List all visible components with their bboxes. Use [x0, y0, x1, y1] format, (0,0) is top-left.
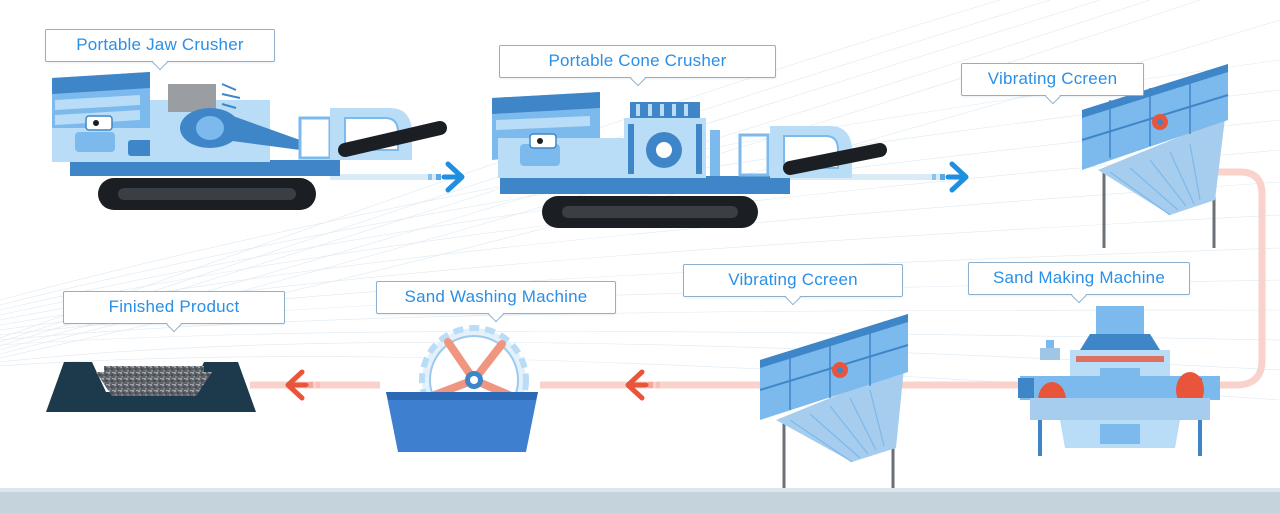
label-vibrating-screen-top: Vibrating Ccreen [961, 63, 1144, 96]
footer-band [0, 492, 1280, 513]
label-portable-jaw-crusher: Portable Jaw Crusher [45, 29, 275, 62]
label-vibrating-screen-bottom: Vibrating Ccreen [683, 264, 903, 297]
label-sand-washing-machine: Sand Washing Machine [376, 281, 616, 314]
right-arrow-icon [428, 161, 465, 193]
label-portable-cone-crusher: Portable Cone Crusher [499, 45, 776, 78]
sand-washing-machine-illustration [386, 325, 538, 452]
flow-lines [250, 168, 1266, 389]
portable-cone-crusher-illustration [492, 92, 887, 228]
portable-jaw-crusher-illustration [52, 72, 447, 210]
label-sand-making-machine: Sand Making Machine [968, 262, 1190, 295]
left-arrow-icon [285, 369, 320, 401]
vibrating-screen-top-illustration [1081, 64, 1229, 248]
sand-making-machine-illustration [1018, 306, 1220, 456]
left-arrow-icon [625, 369, 660, 401]
finished-product-illustration [46, 362, 256, 412]
right-arrow-icon [932, 161, 969, 193]
label-finished-product: Finished Product [63, 291, 285, 324]
vibrating-screen-bottom-illustration [759, 314, 909, 492]
